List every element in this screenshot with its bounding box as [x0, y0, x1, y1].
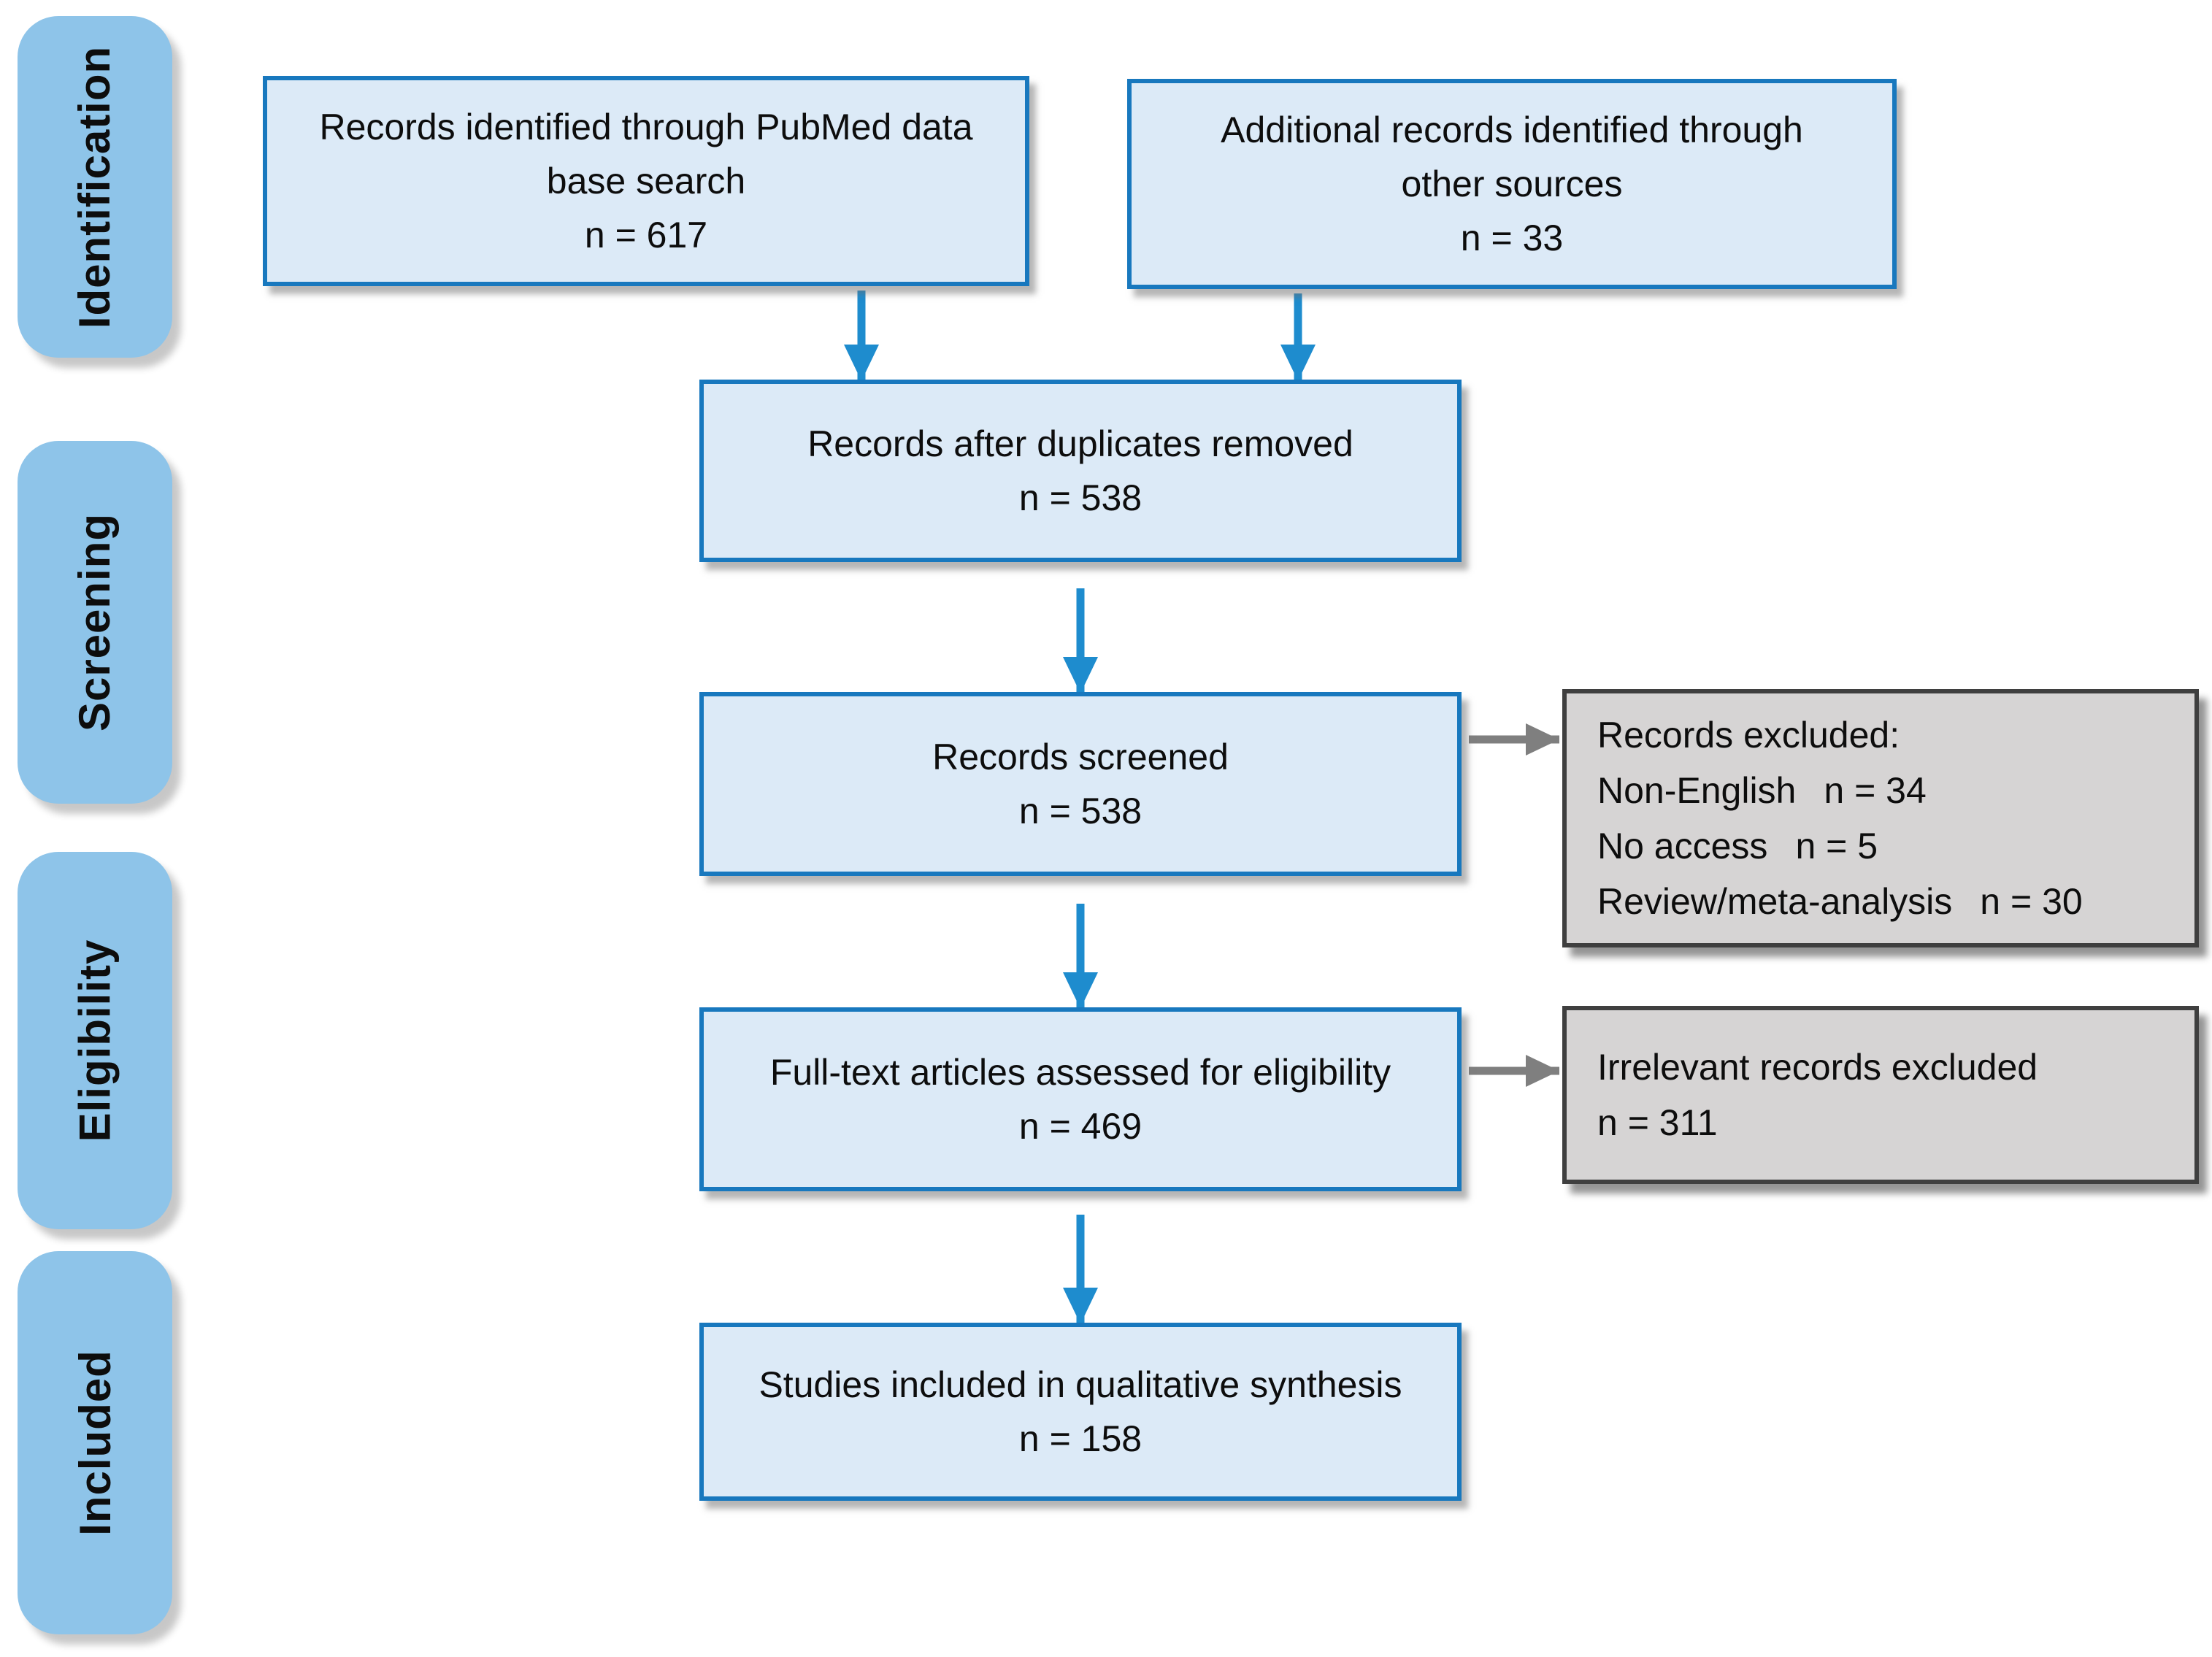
stage-identification-label: Identification — [70, 45, 120, 328]
exclusion-line: n = 311 — [1597, 1095, 2180, 1150]
box-text-line: Studies included in qualitative synthesi… — [759, 1364, 1402, 1405]
box-text-line: Full-text articles assessed for eligibil… — [769, 1052, 1391, 1093]
stage-screening: Screening — [18, 441, 172, 804]
exclusion-line: No access n = 5 — [1597, 818, 2180, 874]
box-records-after-duplicates: Records after duplicates removed n = 538 — [699, 380, 1462, 562]
stage-identification: Identification — [18, 16, 172, 358]
stage-eligibility: Eligibility — [18, 852, 172, 1229]
box-text-line: Records screened — [932, 737, 1229, 777]
exclusion-line: Irrelevant records excluded — [1597, 1039, 2180, 1095]
exclusion-line: Records excluded: — [1597, 707, 2180, 763]
box-fulltext-assessed: Full-text articles assessed for eligibil… — [699, 1007, 1462, 1191]
exclusion-label: Records excluded: — [1597, 715, 1900, 756]
stage-screening-label: Screening — [70, 512, 120, 732]
exclusion-count: n = 311 — [1597, 1102, 1718, 1143]
box-records-identified-pubmed: Records identified through PubMed data b… — [263, 76, 1029, 286]
exclusion-count: n = 34 — [1824, 770, 1927, 811]
box-n-value: n = 617 — [584, 215, 708, 255]
box-n-value: n = 538 — [1018, 477, 1143, 518]
box-n-value: n = 469 — [1018, 1106, 1143, 1147]
exclusion-label: Non-English — [1597, 770, 1797, 811]
stage-included: Included — [18, 1251, 172, 1634]
box-records-screened: Records screened n = 538 — [699, 692, 1462, 876]
box-irrelevant-excluded: Irrelevant records excluded n = 311 — [1562, 1006, 2199, 1184]
exclusion-count: n = 5 — [1795, 826, 1878, 866]
box-text-line: other sources — [1401, 164, 1623, 204]
box-additional-records: Additional records identified through ot… — [1127, 79, 1897, 289]
box-n-value: n = 538 — [1018, 791, 1143, 831]
box-records-excluded: Records excluded: Non-English n = 34 No a… — [1562, 689, 2199, 947]
box-n-value: n = 158 — [1018, 1418, 1143, 1459]
box-studies-included: Studies included in qualitative synthesi… — [699, 1323, 1462, 1501]
stage-eligibility-label: Eligibility — [70, 939, 120, 1142]
stage-included-label: Included — [70, 1350, 120, 1536]
box-text-line: base search — [546, 161, 746, 201]
box-text-line: Additional records identified through — [1221, 109, 1803, 150]
box-text-line: Records identified through PubMed data — [319, 107, 973, 147]
exclusion-label: No access — [1597, 826, 1768, 866]
exclusion-label: Review/meta-analysis — [1597, 881, 1953, 922]
box-text-line: Records after duplicates removed — [807, 423, 1353, 464]
exclusion-count: n = 30 — [1980, 881, 2083, 922]
box-n-value: n = 33 — [1460, 218, 1564, 258]
exclusion-label: Irrelevant records excluded — [1597, 1047, 2038, 1088]
exclusion-line: Non-English n = 34 — [1597, 763, 2180, 818]
exclusion-line: Review/meta-analysis n = 30 — [1597, 874, 2180, 929]
